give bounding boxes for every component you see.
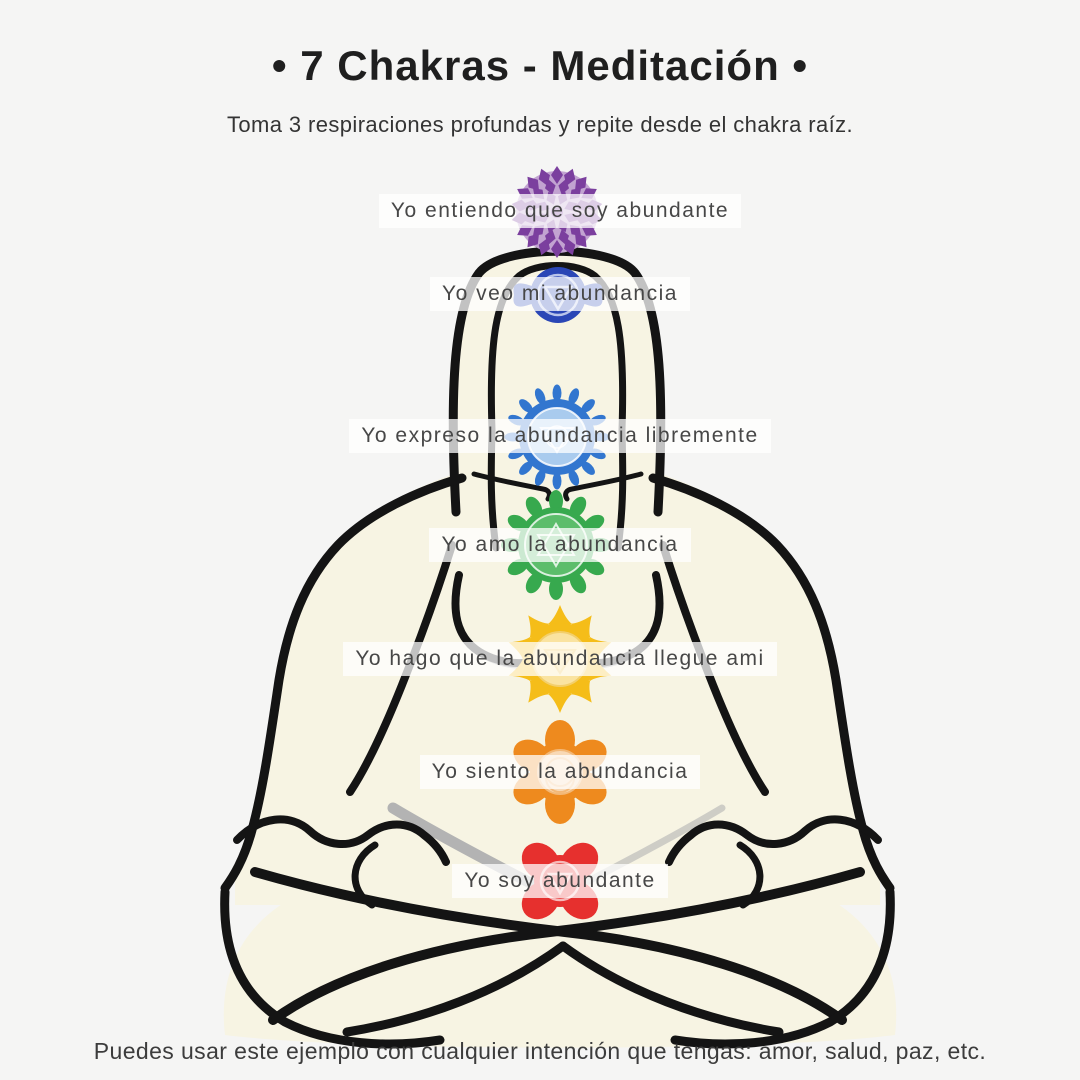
third-eye-affirmation-row: Yo veo mi abundancia bbox=[40, 277, 1080, 311]
sacral-affirmation-label: Yo siento la abundancia bbox=[419, 755, 701, 789]
page-title: • 7 Chakras - Meditación • bbox=[271, 42, 809, 89]
heart-affirmation-row: Yo amo la abundancia bbox=[40, 528, 1080, 562]
crown-affirmation-label: Yo entiendo que soy abundante bbox=[378, 194, 742, 228]
solar-plexus-affirmation-row: Yo hago que la abundancia llegue ami bbox=[40, 642, 1080, 676]
solar-plexus-affirmation-label: Yo hago que la abundancia llegue ami bbox=[343, 642, 777, 676]
heart-affirmation-label: Yo amo la abundancia bbox=[429, 528, 691, 562]
third-eye-affirmation-label: Yo veo mi abundancia bbox=[430, 277, 690, 311]
throat-affirmation-label: Yo expreso la abundancia libremente bbox=[349, 419, 771, 453]
sacral-affirmation-row: Yo siento la abundancia bbox=[40, 755, 1080, 789]
footer-note: Puedes usar este ejemplo con cualquier i… bbox=[93, 1038, 987, 1064]
root-affirmation-row: Yo soy abundante bbox=[40, 864, 1080, 898]
page-subtitle: Toma 3 respiraciones profundas y repite … bbox=[226, 112, 854, 137]
throat-affirmation-row: Yo expreso la abundancia libremente bbox=[40, 419, 1080, 453]
root-affirmation-label: Yo soy abundante bbox=[452, 864, 668, 898]
crown-affirmation-row: Yo entiendo que soy abundante bbox=[40, 194, 1080, 228]
